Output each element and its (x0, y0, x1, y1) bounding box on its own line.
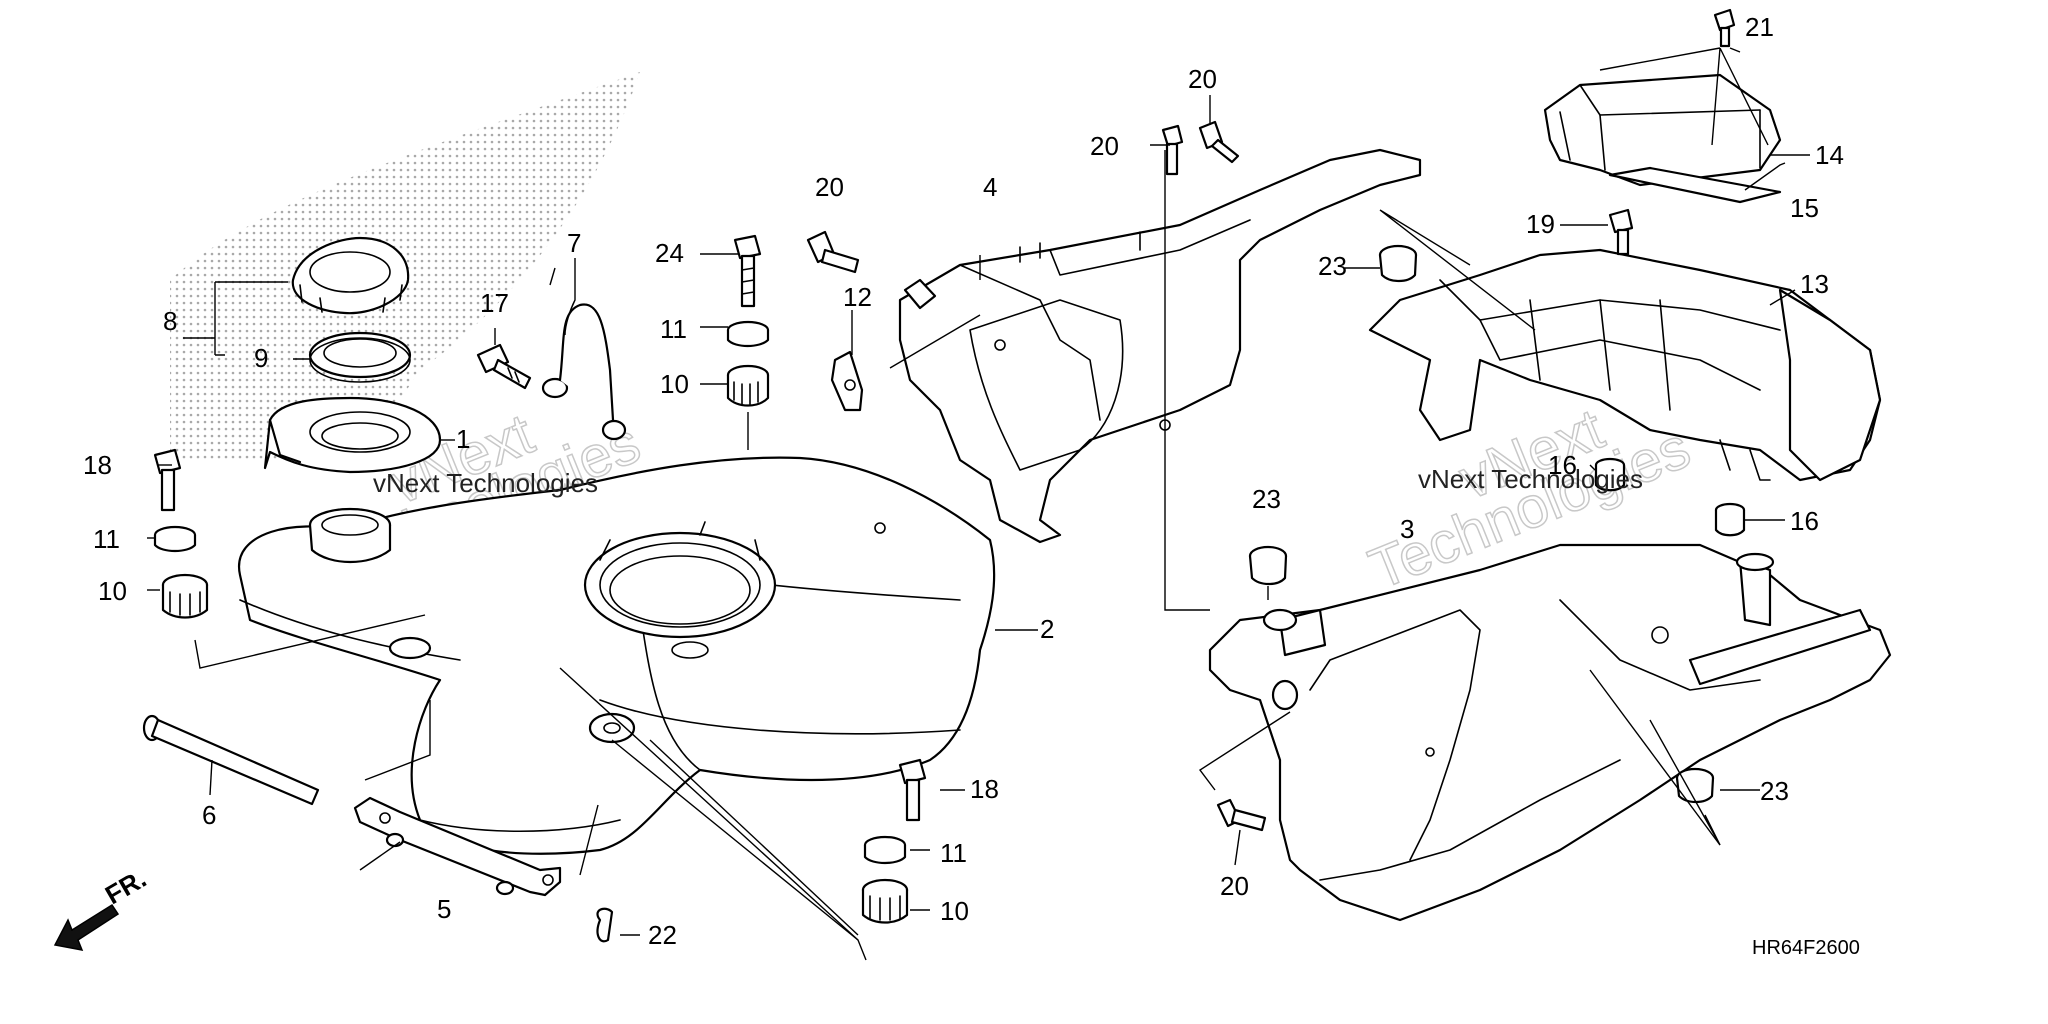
washer-11-bottom-part (863, 835, 907, 865)
callout-22: 22 (648, 920, 677, 950)
grommet-23-top-part (1378, 244, 1418, 283)
callout-23-mid: 23 (1252, 484, 1281, 514)
callout-16-a: 16 (1548, 450, 1577, 480)
callout-14: 14 (1815, 140, 1844, 170)
callout-7: 7 (567, 228, 581, 258)
callout-labels: 1 2 3 4 5 6 7 8 9 10 10 10 11 11 11 12 1… (83, 12, 1844, 950)
callout-8: 8 (163, 306, 177, 336)
fuel-tank-part (237, 456, 996, 855)
callout-11-left: 11 (93, 524, 120, 554)
callout-18-left: 18 (83, 450, 112, 480)
leader-lines (147, 47, 1810, 961)
screw-20-top-a-part (1161, 124, 1184, 176)
callout-20-top: 20 (1188, 64, 1217, 94)
bolt-18-left-part (153, 448, 182, 512)
callout-10-bottom: 10 (940, 896, 969, 926)
front-marker-label: FR. (100, 863, 151, 910)
callout-6: 6 (202, 800, 216, 830)
screw-20-top-b-part (1198, 120, 1240, 164)
callout-11-center: 11 (660, 314, 687, 344)
callout-15: 15 (1790, 193, 1819, 223)
bolt-17-part (476, 343, 532, 390)
grommet-23-right-part (1675, 767, 1715, 804)
washer-11-left-part (153, 525, 197, 553)
callout-10-center: 10 (660, 369, 689, 399)
bolt-24-part (733, 234, 762, 308)
battery-box-13-part (1368, 248, 1882, 482)
callout-21: 21 (1745, 12, 1774, 42)
clip-12-part (830, 350, 864, 412)
breather-hose-7-part (541, 303, 627, 441)
bracket-3-part (1208, 543, 1892, 922)
diagram-code: HR64F2600 (1752, 937, 1860, 959)
watermark-text-right: vNext Technologies (1418, 464, 1643, 494)
callout-23-right: 23 (1760, 776, 1789, 806)
cap-gasket-part (308, 331, 412, 383)
bolt-18-bottom-part (898, 758, 927, 822)
callout-20-left: 20 (815, 172, 844, 202)
cover-14-part (1543, 73, 1782, 187)
callout-12: 12 (843, 282, 872, 312)
callout-23-top: 23 (1318, 251, 1347, 281)
fuel-cap-part (291, 236, 410, 315)
callout-18-bottom: 18 (970, 774, 999, 804)
cap-base-part (263, 396, 442, 474)
grommet-10-left-part (161, 573, 209, 619)
grommet-16-b-part (1714, 502, 1746, 537)
callout-20-bottom: 20 (1220, 871, 1249, 901)
front-direction-arrow: FR. (53, 863, 151, 951)
clip-22-part (596, 907, 614, 943)
grommet-10-bottom-part (861, 878, 909, 924)
callout-16-b: 16 (1790, 506, 1819, 536)
callout-19: 19 (1526, 209, 1555, 239)
rod-6-part (142, 714, 320, 806)
screw-19-part (1608, 208, 1634, 256)
callout-13: 13 (1800, 269, 1829, 299)
callout-24: 24 (655, 238, 684, 268)
screw-20-left-part (806, 230, 860, 274)
callout-20-mid: 20 (1090, 131, 1119, 161)
screw-21-part (1713, 8, 1736, 48)
callout-9: 9 (254, 343, 268, 373)
washer-11-center-part (726, 320, 770, 348)
screw-20-bottom-part (1216, 798, 1267, 832)
callout-3: 3 (1400, 514, 1414, 544)
callout-5: 5 (437, 894, 451, 924)
callout-1: 1 (456, 424, 470, 454)
callout-17: 17 (480, 288, 509, 318)
callout-11-bottom: 11 (940, 838, 967, 868)
callout-4: 4 (983, 172, 997, 202)
grommet-23-mid-part (1248, 545, 1288, 586)
bracket-4-part (898, 148, 1422, 544)
callout-10-left: 10 (98, 576, 127, 606)
grommet-16-a-part (1594, 457, 1626, 492)
seal-15-part (1608, 166, 1782, 204)
callout-2: 2 (1040, 614, 1054, 644)
grommet-10-center-part (726, 364, 770, 407)
watermark-text-left: vNext Technologies (373, 468, 598, 498)
